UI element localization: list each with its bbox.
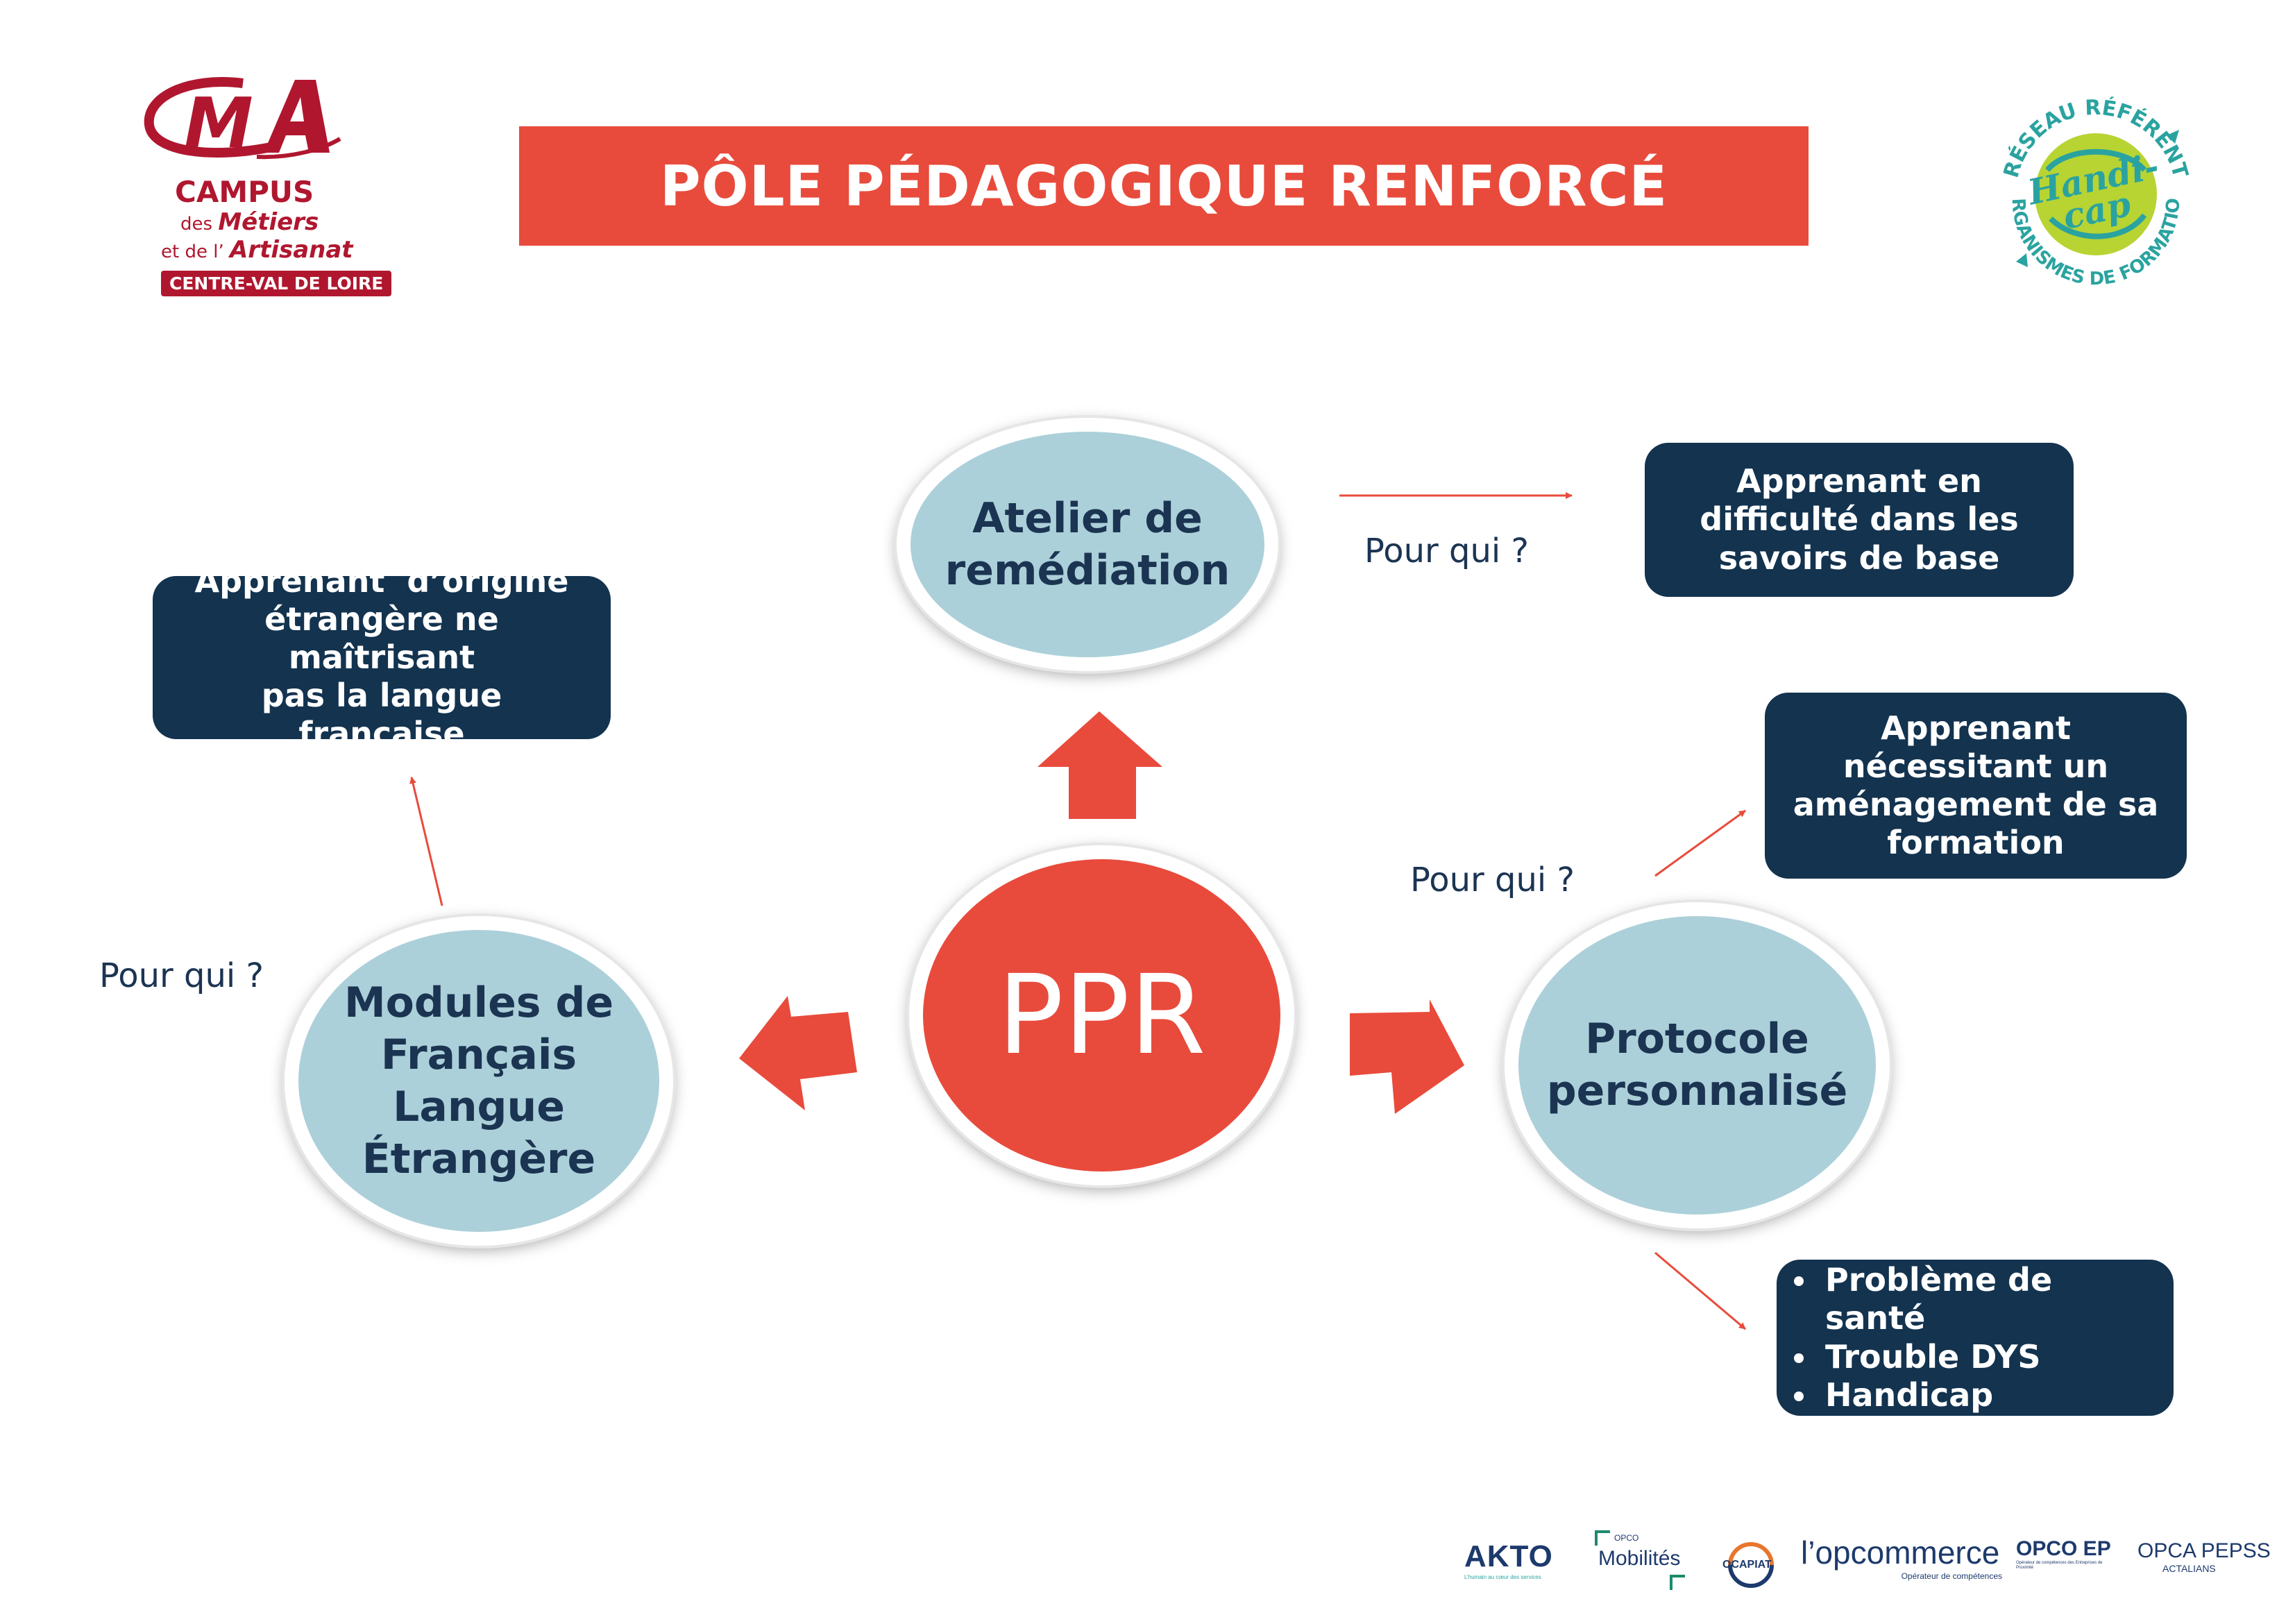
partner-opcoep-logo: OPCO EP Opérateur de compétences des Ent…	[2016, 1537, 2120, 1571]
ppr-node: PPR	[909, 845, 1294, 1185]
protocole-target-line3: aménagement de sa	[1793, 786, 2159, 823]
fle-target-line1: Apprenant d’origine	[194, 561, 569, 600]
cma-region-badge: CENTRE-VAL DE LOIRE	[161, 271, 392, 296]
fle-line2: Français	[380, 1030, 577, 1079]
block-arrow-left-icon	[739, 996, 857, 1110]
page-title: PÔLE PÉDAGOGIQUE RENFORCÉ	[659, 153, 1668, 219]
title-banner: PÔLE PÉDAGOGIQUE RENFORCÉ	[519, 126, 1809, 246]
cma-line2-small: et de l’	[161, 242, 224, 262]
ocapiat-ring-icon	[1728, 1542, 1774, 1588]
condition-item: Handicap	[1818, 1376, 2153, 1414]
protocole-line2: personnalisé	[1546, 1067, 1848, 1115]
protocole-target-line1: Apprenant	[1881, 709, 2071, 747]
pour-qui-atelier: Pour qui ?	[1364, 532, 1529, 570]
pour-qui-fle: Pour qui ?	[99, 956, 264, 995]
arrow-protocole-to-box	[1654, 809, 1746, 877]
mobilites-corner-icon	[1595, 1530, 1610, 1546]
partner-opcommerce-logo: l’opcommerce Opérateur de compétences	[1801, 1534, 2002, 1581]
partner-ocapiat-logo: OCAPIAT	[1720, 1534, 1782, 1596]
fle-line3: Langue	[393, 1082, 565, 1131]
protocole-conditions-box: Problème de santé Trouble DYS Handicap	[1777, 1260, 2174, 1416]
atelier-target-box: Apprenant en difficulté dans les savoirs…	[1645, 443, 2074, 597]
ocapiat-label: OCAPIAT	[1722, 1559, 1772, 1571]
fle-line4: Étrangère	[362, 1134, 596, 1183]
protocole-line1: Protocole	[1585, 1015, 1809, 1063]
atelier-node: Atelier de remédiation	[897, 418, 1278, 671]
handicap-badge-icon: RÉSEAU RÉFÉRENT ORGANISMES DE FORMATION …	[1977, 64, 2192, 289]
arrow-fle-to-box	[409, 777, 443, 906]
protocole-node: Protocole personnalisé	[1505, 902, 1890, 1228]
block-arrow-up-icon	[1038, 711, 1162, 819]
atelier-target-line3: savoirs de base	[1718, 539, 2000, 577]
fle-target-line2: étrangère ne maîtrisant	[264, 600, 499, 676]
mobilites-label: Mobilités	[1598, 1547, 1681, 1570]
fle-target-line3: pas la langue française	[261, 677, 502, 753]
cma-line1-bold: Métiers	[218, 208, 319, 236]
condition-item: Problème de santé	[1818, 1261, 2153, 1337]
conditions-list: Problème de santé Trouble DYS Handicap	[1777, 1261, 2153, 1414]
block-arrow-right-icon	[1350, 999, 1464, 1114]
fle-target-box: Apprenant d’origine étrangère ne maîtris…	[153, 562, 611, 752]
atelier-target-line2: difficulté dans les	[1700, 500, 2019, 539]
handicap-logo: RÉSEAU RÉFÉRENT ORGANISMES DE FORMATION …	[1977, 64, 2207, 302]
akto-sub: L’humain au cœur des services	[1464, 1574, 1541, 1580]
condition-item: Trouble DYS	[1818, 1338, 2153, 1376]
opcoep-label: OPCO EP	[2016, 1537, 2111, 1560]
protocole-target-line4: formation	[1887, 824, 2065, 862]
cma-metiers-line: des Métiers	[180, 208, 319, 236]
atelier-target-line1: Apprenant en	[1736, 462, 1982, 500]
actalians-label: ACTALIANS	[2162, 1563, 2216, 1574]
svg-text:M: M	[184, 83, 253, 164]
cma-line2-bold: Artisanat	[229, 236, 353, 264]
protocole-target-line2: nécessitant un	[1843, 747, 2109, 785]
akto-label: AKTO	[1464, 1539, 1553, 1573]
cma-artisanat-line: et de l’ Artisanat	[161, 236, 353, 264]
cma-mark-icon: M	[144, 77, 341, 164]
fle-node: Modules de Français Langue Étrangère	[285, 916, 673, 1246]
partner-opca-pepss-logo: OPCA PEPSS ACTALIANS	[2137, 1539, 2271, 1574]
opcommerce-sub: Opérateur de compétences	[1901, 1571, 2002, 1581]
mobilites-small: OPCO	[1614, 1533, 1639, 1543]
atelier-line1: Atelier de	[972, 493, 1203, 543]
mobilites-corner2-icon	[1670, 1575, 1685, 1590]
ppr-label: PPR	[997, 951, 1206, 1079]
partner-mobilites-logo: OPCO Mobilités	[1595, 1530, 1692, 1593]
partner-akto-logo: AKTO L’humain au cœur des services	[1464, 1539, 1565, 1580]
opcoep-sub: Opérateur de compétences des Entreprises…	[2016, 1561, 2103, 1571]
fle-line1: Modules de	[344, 978, 614, 1027]
atelier-line2: remédiation	[945, 545, 1230, 595]
opcommerce-label: l’opcommerce	[1801, 1534, 2000, 1571]
pour-qui-protocole: Pour qui ?	[1410, 861, 1575, 899]
cma-campus-label: CAMPUS	[175, 175, 314, 209]
cma-logo: M CAMPUS des Métiers et de l’ Artisanat …	[139, 69, 392, 305]
arrow-protocole-to-conditions	[1654, 1251, 1746, 1330]
protocole-target-box: Apprenant nécessitant un aménagement de …	[1765, 693, 2187, 879]
opca-pepss-label: OPCA PEPSS	[2137, 1539, 2271, 1562]
cma-line1-small: des	[180, 214, 213, 235]
